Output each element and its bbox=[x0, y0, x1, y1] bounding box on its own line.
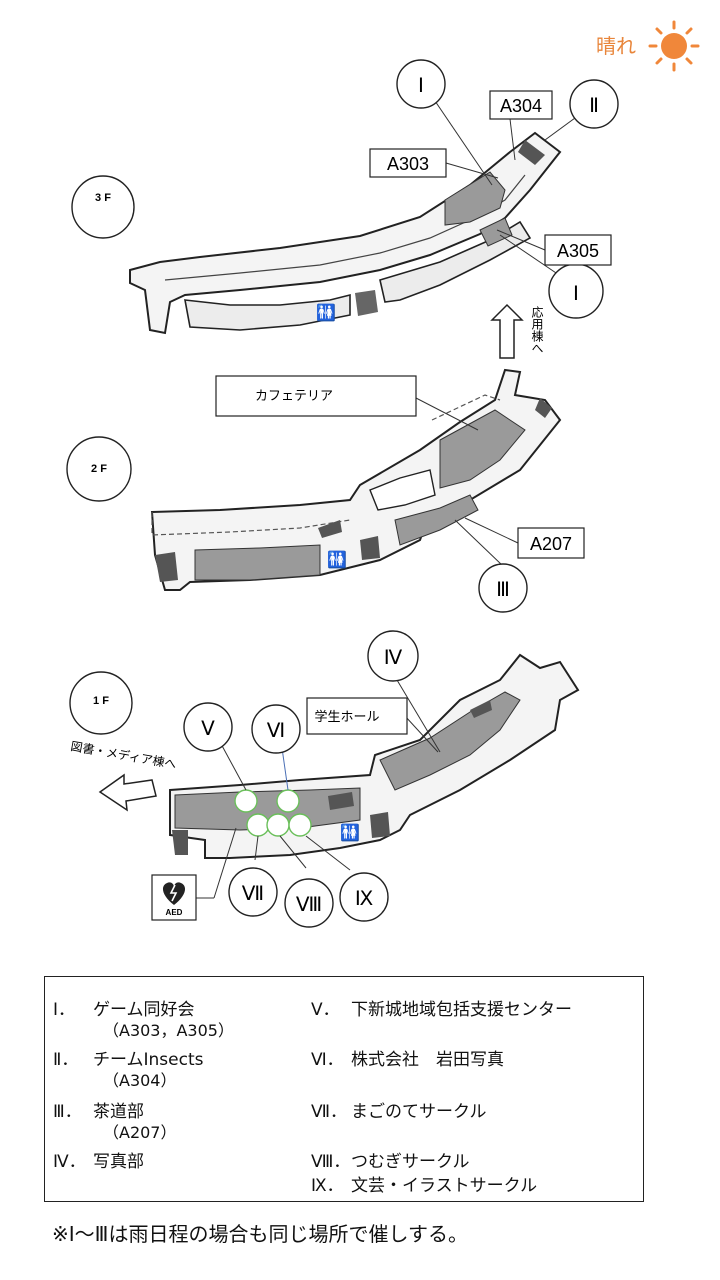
room-a303-label: A303 bbox=[387, 154, 429, 174]
restroom-icon-1f: 🚻 bbox=[340, 823, 360, 842]
marker-4: Ⅳ bbox=[384, 647, 403, 669]
legend-item-5: Ⅴ．下新城地域包括支援センター bbox=[311, 1000, 572, 1020]
marker-1-b3f: Ⅰ bbox=[573, 283, 579, 305]
legend-item-4: Ⅳ．写真部 bbox=[53, 1152, 144, 1172]
legend-box: Ⅰ．ゲーム同好会 （A303，A305） Ⅱ．チームInsects （A304）… bbox=[44, 976, 644, 1202]
room-a305-label: A305 bbox=[557, 241, 599, 261]
sun-icon bbox=[648, 20, 700, 72]
aed-label: AED bbox=[166, 908, 183, 917]
marker-5: Ⅴ bbox=[201, 718, 215, 740]
direction-annex: 応用棟へ bbox=[530, 306, 544, 354]
marker-8: Ⅷ bbox=[296, 894, 322, 916]
floor-3f: 3 F 🚻 Ⅰ Ⅱ Ⅰ A304 A303 A305 応用棟へ bbox=[71, 59, 619, 359]
weather-label: 晴れ bbox=[596, 34, 636, 58]
legend-item-7: Ⅶ．まごのてサークル bbox=[311, 1102, 487, 1122]
floor-map: 3 F 🚻 Ⅰ Ⅱ Ⅰ A304 A303 A305 応用棟へ 2 F bbox=[66, 59, 619, 928]
room-hall-label: 学生ホール bbox=[314, 709, 379, 724]
floor-label-2f: 2 F bbox=[91, 463, 107, 475]
marker-2: Ⅱ bbox=[589, 95, 599, 117]
floor-1f: 1 F 🚻 Ⅳ Ⅴ Ⅵ Ⅶ Ⅷ Ⅸ bbox=[69, 630, 580, 928]
room-a304-label: A304 bbox=[500, 96, 542, 116]
legend-item-3: Ⅲ．茶道部 （A207） bbox=[53, 1102, 177, 1142]
booth-spots bbox=[234, 789, 312, 837]
legend-item-6: Ⅵ．株式会社 岩田写真 bbox=[311, 1050, 504, 1070]
legend-item-1: Ⅰ．ゲーム同好会 （A303，A305） bbox=[53, 1000, 234, 1040]
direction-library: 図書・メディア棟へ bbox=[69, 738, 177, 771]
rain-note: ※Ⅰ～Ⅲは雨日程の場合も同じ場所で催しする。 bbox=[52, 1222, 469, 1246]
building-outline-2f bbox=[150, 368, 562, 591]
restroom-icon-3f: 🚻 bbox=[316, 303, 336, 322]
marker-9: Ⅸ bbox=[355, 888, 373, 910]
room-a207-label: A207 bbox=[530, 534, 572, 554]
floor-2f: 2 F 🚻 カフェテリア A207 Ⅲ bbox=[66, 368, 585, 613]
marker-6: Ⅵ bbox=[267, 720, 285, 742]
marker-1-a3f: Ⅰ bbox=[418, 75, 424, 97]
legend-item-8: Ⅷ．つむぎサークル bbox=[311, 1152, 470, 1172]
marker-3: Ⅲ bbox=[496, 579, 510, 601]
marker-7: Ⅶ bbox=[242, 883, 264, 905]
legend-item-2: Ⅱ．チームInsects （A304） bbox=[53, 1050, 204, 1090]
weather-indicator: 晴れ bbox=[596, 20, 711, 72]
floor-label-3f: 3 F bbox=[95, 192, 111, 204]
legend-item-9: Ⅸ．文芸・イラストサークル bbox=[311, 1176, 538, 1196]
room-cafeteria-label: カフェテリア bbox=[255, 388, 333, 403]
arrow-up-icon bbox=[490, 303, 524, 359]
floor-label-1f: 1 F bbox=[93, 695, 109, 707]
arrow-left-icon bbox=[98, 773, 157, 812]
restroom-icon-2f: 🚻 bbox=[327, 550, 347, 569]
